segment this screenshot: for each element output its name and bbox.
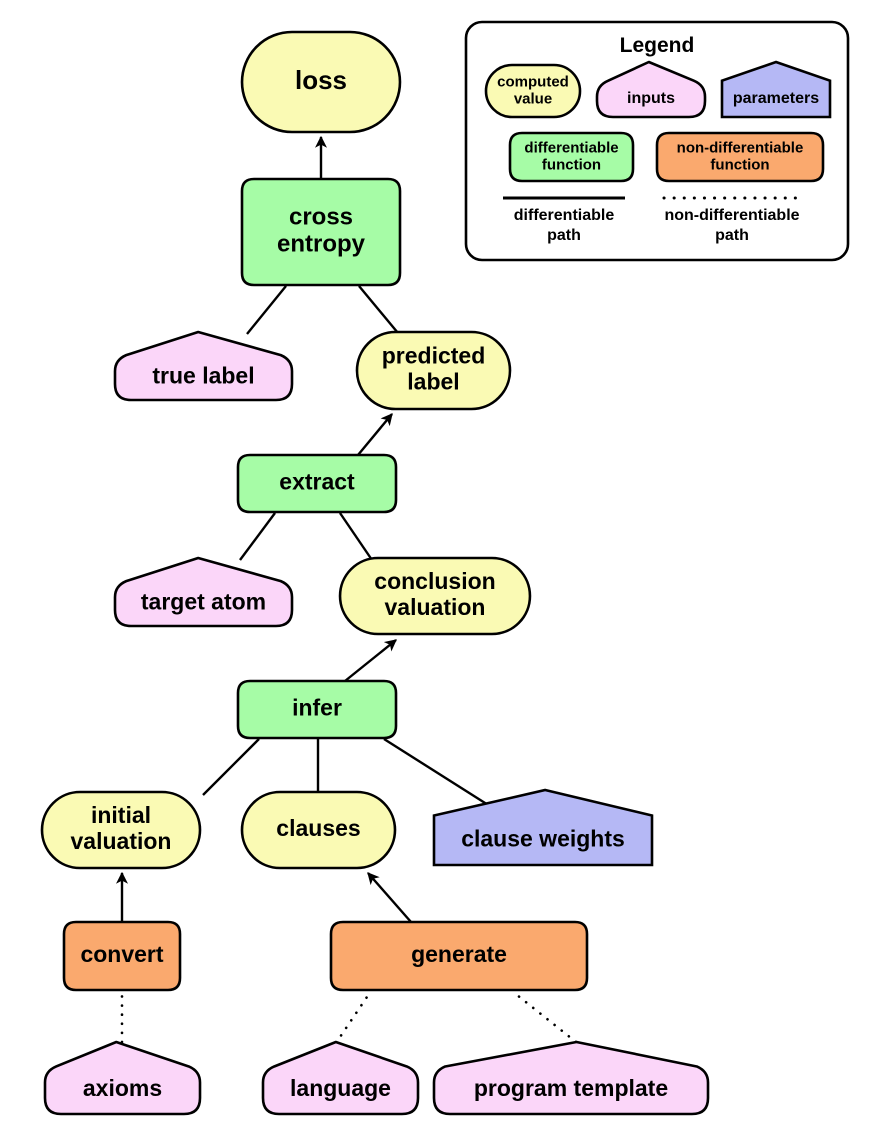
edge-extract-to-predicted-label <box>357 413 393 456</box>
target-atom-label: target atom <box>141 589 266 615</box>
clauses-shape <box>240 790 397 870</box>
node-extract[interactable]: extract <box>236 453 398 514</box>
edge-language-to-generate <box>334 989 373 1045</box>
legend-title: Legend <box>620 34 695 57</box>
convert-shape <box>62 920 182 992</box>
cross-entropy-shape <box>240 177 402 287</box>
conclusion-valuation-shape <box>338 556 532 636</box>
clause-weights-shape <box>432 788 654 867</box>
legend-item-parameters: parameters <box>720 60 832 119</box>
convert-label: convert <box>80 941 163 967</box>
node-axioms[interactable]: axioms <box>43 1040 202 1116</box>
edge-target-atom-to-extract <box>239 512 276 561</box>
edge-true-label-to-cross-entropy <box>246 285 287 335</box>
infer-label: infer <box>292 695 342 721</box>
node-generate[interactable]: generate <box>329 920 589 992</box>
edge-infer-to-conclusion-valuation <box>344 639 397 682</box>
generate-label: generate <box>411 941 507 967</box>
clause-weights-label: clause weights <box>461 825 625 851</box>
node-language[interactable]: language <box>261 1040 420 1116</box>
edge-program-template-to-generate <box>510 989 578 1044</box>
target-atom-shape <box>113 556 294 628</box>
node-convert[interactable]: convert <box>62 920 182 992</box>
initial-valuation-shape <box>40 790 202 870</box>
node-program-template[interactable]: program template <box>432 1040 710 1116</box>
inputs-label: inputs <box>627 90 675 107</box>
edge-generate-to-clauses <box>367 872 412 923</box>
differentiable-function-swatch <box>508 131 635 183</box>
edge-conclusion-valuation-to-extract <box>339 512 373 561</box>
axioms-shape <box>43 1040 202 1116</box>
program-template-shape <box>432 1040 710 1116</box>
generate-shape <box>329 920 589 992</box>
non-differentiable-function-swatch <box>655 131 825 183</box>
true-label-shape <box>113 330 294 402</box>
extract-shape <box>236 453 398 514</box>
node-target-atom[interactable]: target atom <box>113 556 294 628</box>
predicted-label-shape <box>355 330 512 411</box>
extract-label: extract <box>279 469 355 495</box>
edge-initial-valuation-to-infer <box>202 738 260 796</box>
edge-layer <box>116 135 578 1045</box>
legend-item-inputs: inputs <box>595 60 707 119</box>
true-label-label: true label <box>152 363 254 389</box>
language-label: language <box>290 1075 391 1101</box>
axioms-label: axioms <box>83 1075 162 1101</box>
program-template-label: program template <box>474 1075 668 1101</box>
computed-value-swatch <box>484 63 582 119</box>
edge-clause-weights-to-infer <box>383 737 505 817</box>
node-infer[interactable]: infer <box>236 679 398 740</box>
loss-label: loss <box>295 65 347 95</box>
clauses-label: clauses <box>276 815 360 841</box>
node-clause-weights[interactable]: clause weights <box>432 788 654 867</box>
infer-shape <box>236 679 398 740</box>
edge-predicted-label-to-cross-entropy <box>358 285 399 334</box>
inputs-swatch <box>595 60 707 119</box>
node-true-label[interactable]: true label <box>113 330 294 402</box>
parameters-label: parameters <box>733 90 819 107</box>
loss-shape <box>240 30 402 134</box>
node-loss[interactable]: loss <box>240 30 402 134</box>
node-clauses[interactable]: clauses <box>240 790 397 870</box>
language-shape <box>261 1040 420 1116</box>
parameters-swatch <box>720 60 832 119</box>
